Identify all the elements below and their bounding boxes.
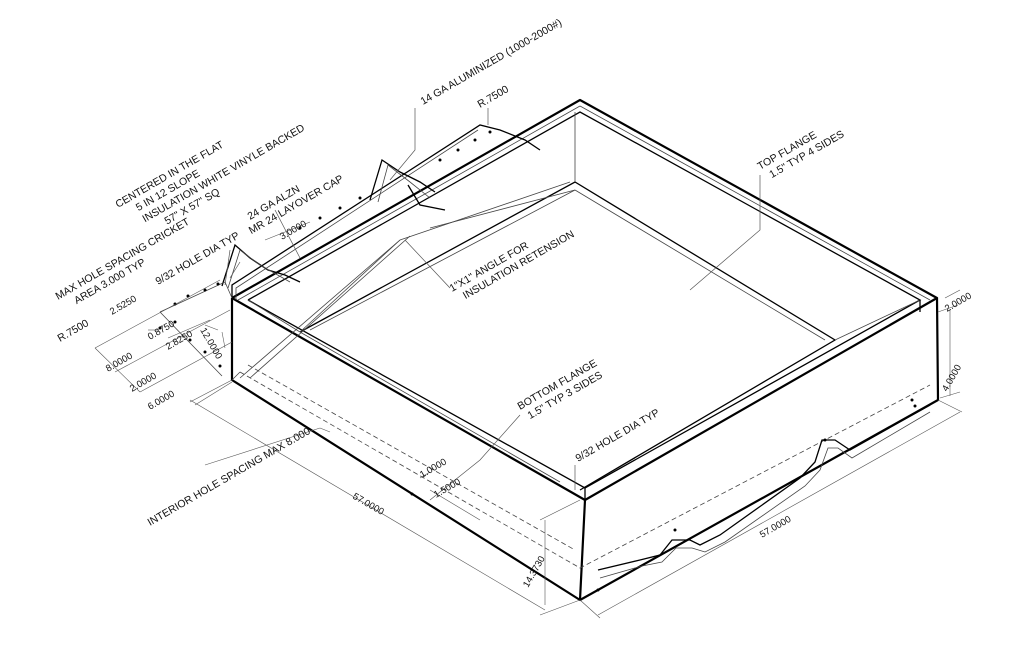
- note-interior: INTERIOR HOLE SPACING MAX 8.000: [146, 425, 313, 528]
- note-radius-top: R.7500: [476, 83, 511, 110]
- dim-4-0000: 4.0000: [940, 363, 964, 394]
- note-cricket-line1: MAX HOLE SPACING CRICKET: [54, 216, 193, 303]
- note-angle: 1"X1" ANGLE FOR INSULATION RETENSION: [448, 217, 577, 306]
- dim-12-0000: 12.0000: [197, 326, 224, 361]
- bottom-flange-ribs: [598, 405, 930, 578]
- dim-2-0000-right: 2.0000: [943, 291, 974, 315]
- dimension-lines: [95, 222, 962, 618]
- note-bottom-flange: BOTTOM FLANGE 1.5" TYP 3 SIDES: [516, 357, 606, 423]
- dim-2-0000-left: 2.0000: [128, 371, 159, 395]
- note-hole-bottom: 9/32 HOLE DIA TYP: [574, 407, 662, 465]
- dim-6-0000: 6.0000: [146, 389, 177, 413]
- note-angle-line2: INSULATION RETENSION: [461, 228, 576, 302]
- dim-1-5000: 1.5000: [432, 477, 463, 501]
- note-centered-in-flat: CENTERED IN THE FLAT 5 IN 12 SLOPE INSUL…: [114, 99, 314, 244]
- dim-8-0000: 8.0000: [104, 351, 135, 375]
- dim-1-0000: 1.0000: [418, 457, 449, 481]
- dim-57-right: 57.0000: [758, 514, 793, 541]
- dim-57-left: 57.0000: [351, 491, 386, 518]
- dim-14-3730: 14.3730: [521, 554, 548, 589]
- dim-2-5250: 2.5250: [108, 294, 139, 318]
- note-top-flange: TOP FLANGE 1.5" TYP 4 SIDES: [756, 117, 847, 184]
- note-radius-left: R.7500: [56, 317, 91, 344]
